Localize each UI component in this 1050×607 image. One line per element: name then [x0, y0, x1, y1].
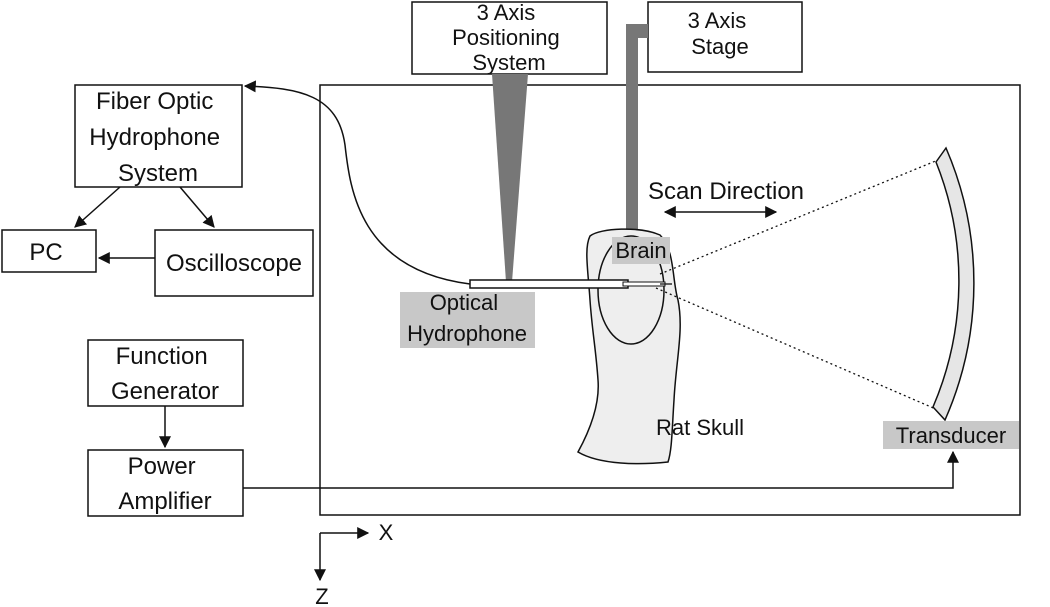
positioning-system-line-1: 3 Axis — [477, 0, 536, 25]
fiber-optic-line-2: Hydrophone — [89, 124, 220, 151]
beam-lower — [655, 287, 939, 411]
stage-rod — [626, 24, 638, 234]
optical-hydrophone-line-1: Optical — [430, 290, 498, 315]
function-generator-line-1: Function — [116, 343, 208, 370]
beam-upper — [659, 159, 939, 275]
function-generator-line-2: Generator — [111, 378, 219, 405]
svg-text:Function Generator: Function Generator — [111, 343, 219, 405]
fiber-optic-box — [74, 84, 243, 188]
fiber-optic-line-1: Fiber Optic — [96, 88, 213, 115]
rat-skull-label: Rat Skull — [656, 415, 744, 440]
power-amplifier-line-2: Amplifier — [118, 488, 211, 515]
optical-hydrophone-label-bg — [400, 292, 535, 348]
arrow-to-oscilloscope — [179, 186, 215, 228]
positioner-cone — [492, 74, 528, 282]
arrow-to-pc — [74, 186, 121, 228]
function-generator-box — [87, 339, 244, 407]
stage-line-1: 3 Axis — [688, 8, 747, 33]
fiber-optic-line-3: System — [118, 160, 198, 187]
oscilloscope-label: Oscilloscope — [166, 250, 302, 277]
svg-text:Fiber Optic Hydrophone: Fiber Optic Hydrophone System — [89, 88, 226, 187]
amplifier-to-transducer-cable — [243, 450, 959, 489]
positioning-system-line-3: System — [472, 50, 545, 75]
optical-hydrophone-line-2: Hydrophone — [407, 321, 527, 346]
power-amplifier-line-1: Power — [128, 453, 196, 480]
z-axis-label: Z — [315, 584, 328, 607]
positioning-system-line-2: Positioning — [452, 25, 560, 50]
transducer — [932, 146, 975, 422]
svg-text:Power Amplifier: Power Amplifier — [118, 453, 211, 515]
pc-box — [1, 229, 97, 273]
brain-label: Brain — [615, 238, 666, 263]
transducer-label-bg — [883, 421, 1019, 449]
stage-line-2: Stage — [691, 34, 749, 59]
water-tank — [319, 84, 1021, 516]
svg-text:Optical Hydrophone: Optical Hydrophone — [407, 290, 527, 346]
scan-direction-label: Scan Direction — [648, 178, 804, 205]
power-amplifier-box — [87, 449, 244, 517]
svg-text:3 Axis Stage: 3 Axis Stage — [688, 8, 753, 59]
svg-text:3 Axis Positioning Sys: 3 Axis Positioning System — [452, 0, 566, 75]
stage-box — [647, 1, 803, 73]
hydrophone-tip — [622, 281, 666, 287]
x-axis-label: X — [379, 520, 394, 545]
pc-label: PC — [29, 239, 62, 266]
oscilloscope-box — [154, 229, 314, 297]
brain-label-bg — [612, 237, 670, 264]
stage-rod-top — [626, 24, 648, 38]
transducer-label: Transducer — [896, 423, 1006, 448]
hydrophone-needle — [469, 279, 629, 289]
fiber-cable — [243, 80, 471, 285]
